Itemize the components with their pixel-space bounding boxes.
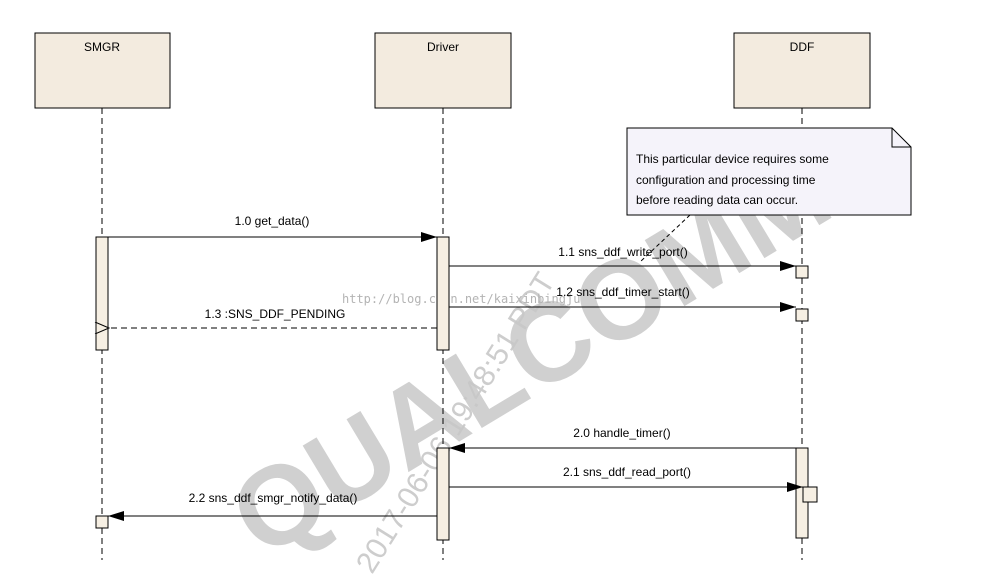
message-get-data: 1.0 get_data() [108, 214, 437, 242]
message-label: 2.1 sns_ddf_read_port() [563, 465, 691, 479]
note-line: configuration and processing time [636, 173, 816, 187]
note-box [626, 127, 912, 216]
lifeline-header-box [733, 32, 871, 109]
message-label: 1.2 sns_ddf_timer_start() [556, 285, 689, 299]
note-line: This particular device requires some [636, 152, 829, 166]
activation-smgr-2 [95, 515, 109, 529]
message-label: 2.0 handle_timer() [573, 426, 670, 440]
activation-ddf-read [802, 486, 818, 503]
note-line: before reading data can occur. [636, 193, 798, 207]
activation-driver-2 [436, 447, 450, 541]
watermark-url: http://blog.csdn.net/kaixinbingju [342, 292, 580, 306]
message-write-port: 1.1 sns_ddf_write_port() [449, 245, 796, 271]
note-fold [891, 128, 911, 148]
activation-smgr-1 [95, 236, 109, 351]
lifeline-ddf: DDF [733, 32, 871, 560]
message-label: 1.1 sns_ddf_write_port() [558, 245, 687, 259]
message-read-port: 2.1 sns_ddf_read_port() [449, 465, 803, 492]
lifeline-driver: Driver [374, 32, 512, 560]
note-connector [639, 214, 691, 263]
message-label: 2.2 sns_ddf_smgr_notify_data() [189, 491, 358, 505]
lifeline-label: Driver [427, 40, 459, 54]
message-label: 1.3 :SNS_DDF_PENDING [205, 307, 346, 321]
message-notify-data: 2.2 sns_ddf_smgr_notify_data() [108, 491, 437, 521]
message-label: 1.0 get_data() [235, 214, 310, 228]
lifeline-smgr: SMGR [34, 32, 171, 560]
lifeline-label: SMGR [84, 40, 120, 54]
message-pending-return: 1.3 :SNS_DDF_PENDING [109, 307, 437, 328]
activation-ddf-timer [795, 308, 809, 322]
lifeline-label: DDF [790, 40, 815, 54]
message-handle-timer: 2.0 handle_timer() [449, 426, 796, 453]
activation-driver-1 [436, 236, 450, 351]
note: This particular device requires some con… [626, 127, 912, 263]
activation-ddf-write [795, 265, 809, 279]
lifeline-header-box [34, 32, 171, 109]
lifeline-header-box [374, 32, 512, 109]
message-timer-start: 1.2 sns_ddf_timer_start() [449, 285, 796, 312]
